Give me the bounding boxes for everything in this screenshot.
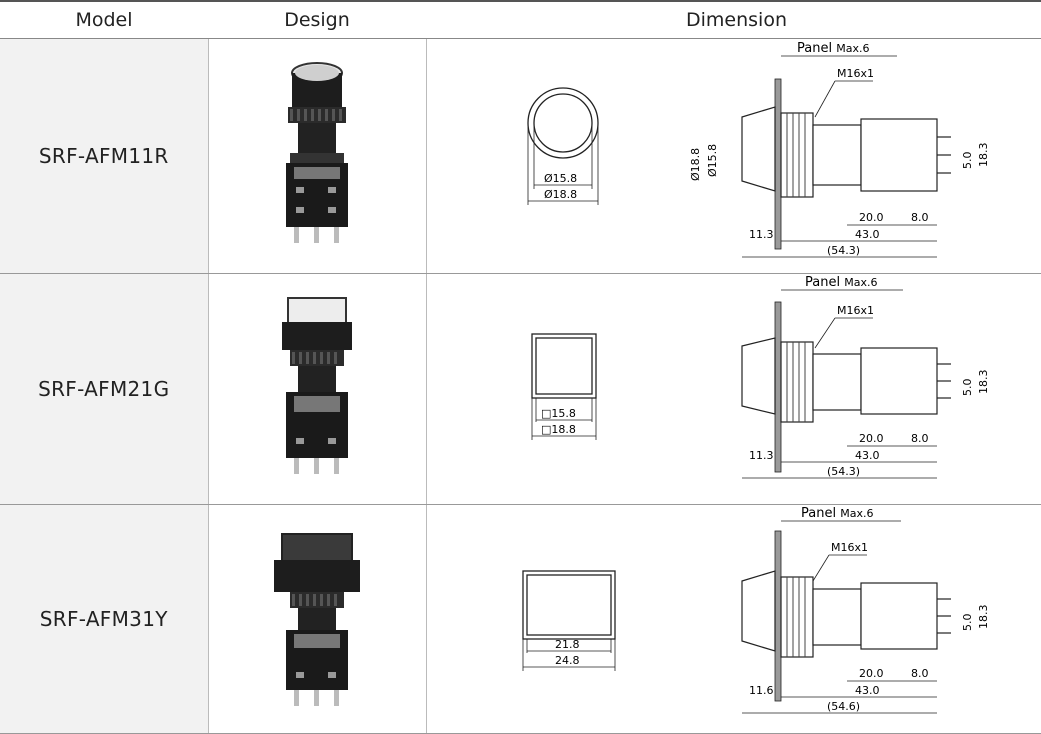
pin-spacing-label: 5.0 <box>961 379 974 397</box>
front-length-label: 11.6 <box>749 684 774 697</box>
total-length-label: (54.3) <box>827 244 860 257</box>
thread-label: M16x1 <box>837 67 874 80</box>
front-length-label: 11.3 <box>749 228 774 241</box>
design-cell <box>208 505 426 734</box>
dimension-drawing: □15.8 □18.8 Panel Max.6 M16x1 <box>427 274 1041 500</box>
panel-label: Panel Max.6 <box>801 506 873 521</box>
model-cell: SRF-AFM11R <box>0 39 208 274</box>
pin-spacing-label: 5.0 <box>961 152 974 170</box>
rect-switch-photo <box>262 522 372 712</box>
design-cell <box>208 274 426 505</box>
thread-label: M16x1 <box>831 541 868 554</box>
dim-43-label: 43.0 <box>855 449 880 462</box>
header-dimension: Dimension <box>426 1 1041 39</box>
header-model: Model <box>0 1 208 39</box>
front-inner-label: 21.8 <box>555 638 580 651</box>
dimension-drawing: 21.8 24.8 Panel Max.6 M16x1 <box>427 505 1041 729</box>
table-row: SRF-AFM31Y <box>0 505 1041 734</box>
table-row: SRF-AFM21G <box>0 274 1041 505</box>
dimension-cell: Ø15.8 Ø18.8 Panel Max.6 M16x1 <box>426 39 1041 274</box>
side-outer-label: Ø18.8 <box>689 148 702 181</box>
dim-8-label: 8.0 <box>911 667 929 680</box>
header-row: Model Design Dimension <box>0 1 1041 39</box>
design-cell <box>208 39 426 274</box>
dim-43-label: 43.0 <box>855 228 880 241</box>
side-inner-label: Ø15.8 <box>706 144 719 177</box>
pin-spacing-label: 5.0 <box>961 614 974 632</box>
panel-label: Panel Max.6 <box>797 41 869 56</box>
dim-20-label: 20.0 <box>859 432 884 445</box>
table-row: SRF-AFM11R <box>0 39 1041 274</box>
total-length-label: (54.3) <box>827 465 860 478</box>
panel-label: Panel Max.6 <box>805 275 877 290</box>
square-switch-photo <box>272 292 362 482</box>
front-outer-label: □18.8 <box>541 423 576 436</box>
total-length-label: (54.6) <box>827 700 860 713</box>
dim-43-label: 43.0 <box>855 684 880 697</box>
model-cell: SRF-AFM21G <box>0 274 208 505</box>
header-design: Design <box>208 1 426 39</box>
dim-20-label: 20.0 <box>859 211 884 224</box>
height-label: 18.3 <box>977 370 990 395</box>
dimension-cell: 21.8 24.8 Panel Max.6 M16x1 <box>426 505 1041 734</box>
dimension-drawing: Ø15.8 Ø18.8 Panel Max.6 M16x1 <box>427 39 1041 269</box>
height-label: 18.3 <box>977 605 990 630</box>
height-label: 18.3 <box>977 143 990 168</box>
round-switch-photo <box>272 59 362 249</box>
model-cell: SRF-AFM31Y <box>0 505 208 734</box>
front-inner-label: □15.8 <box>541 407 576 420</box>
dim-20-label: 20.0 <box>859 667 884 680</box>
dim-8-label: 8.0 <box>911 211 929 224</box>
dim-8-label: 8.0 <box>911 432 929 445</box>
front-outer-label: 24.8 <box>555 654 580 667</box>
thread-label: M16x1 <box>837 304 874 317</box>
dimension-cell: □15.8 □18.8 Panel Max.6 M16x1 <box>426 274 1041 505</box>
front-outer-label: Ø18.8 <box>544 188 577 201</box>
front-length-label: 11.3 <box>749 449 774 462</box>
front-inner-label: Ø15.8 <box>544 172 577 185</box>
